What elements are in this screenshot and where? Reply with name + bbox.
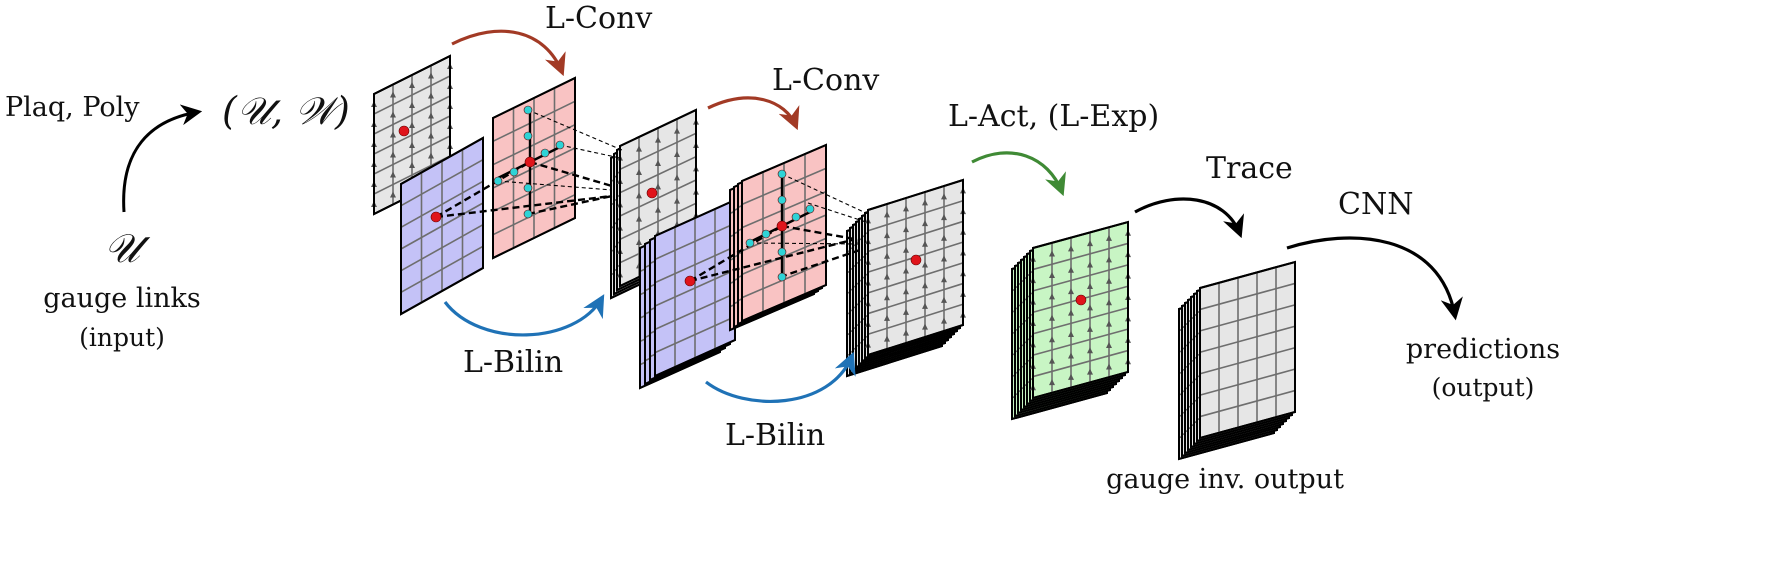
cyan-node (493, 176, 503, 186)
predictions-label: predictions (1406, 334, 1560, 365)
red-node (646, 187, 658, 199)
gauge-inv-output-label: gauge inv. output (1106, 464, 1344, 495)
cyan-node (523, 105, 533, 115)
lbilin-arrow-2 (705, 351, 856, 403)
lconv-label-2: L-Conv (772, 63, 879, 98)
layer-trace-stack-sheet-0 (1199, 260, 1296, 440)
lbilin-label-1: L-Bilin (463, 345, 563, 380)
cyan-node (523, 209, 533, 219)
layer-gray-stack-3-sheet-0 (865, 178, 966, 357)
lbilin-arrow-1 (443, 294, 605, 337)
layer-stacks (371, 54, 1296, 461)
dashed-connection (527, 109, 623, 151)
cnn-label: CNN (1338, 187, 1413, 222)
lact-arrow (971, 151, 1066, 197)
gauge-links-label: gauge links (43, 283, 201, 314)
cyan-node (555, 140, 565, 150)
layer-blue-stack-2-sheet-0 (654, 198, 736, 378)
layer-green-stack-sheet-0 (1030, 220, 1131, 400)
trace-label: Trace (1206, 151, 1293, 186)
red-node (684, 275, 696, 287)
lconv-arrow-2 (707, 96, 800, 131)
cyan-node (540, 148, 550, 158)
red-node (524, 156, 536, 168)
red-node (1075, 294, 1087, 306)
dashed-connection (807, 202, 867, 223)
cyan-node (761, 229, 771, 239)
red-node (430, 211, 442, 223)
dashed-connection (527, 194, 613, 216)
cnn-arrow (1286, 236, 1463, 321)
cyan-node (523, 183, 533, 193)
dashed-connection (559, 144, 621, 159)
dashed-connection (689, 238, 853, 283)
cyan-node (745, 238, 755, 248)
dashed-connection (779, 248, 861, 279)
cyan-node (777, 169, 787, 179)
layer-conv-red-1 (492, 76, 576, 260)
lact-label: L-Act, (L-Exp) (948, 99, 1159, 134)
cyan-node (523, 131, 533, 141)
dashed-connection (749, 242, 861, 245)
output-note-label: (output) (1432, 373, 1535, 402)
layer-red-stack-2-sheet-0 (741, 143, 827, 323)
red-node (776, 220, 788, 232)
dashed-connection (497, 180, 613, 191)
dashed-connection (435, 194, 613, 219)
layer-gauge-links-gray (371, 54, 453, 216)
dashed-connection (781, 173, 869, 215)
lbilin-label-2: L-Bilin (725, 418, 825, 453)
cyan-node (777, 272, 787, 282)
plaq-poly-label: Plaq, Poly (5, 92, 140, 123)
lconv-arrow-1 (451, 29, 566, 77)
u-symbol-label: 𝒰 (104, 226, 151, 272)
input-note-label: (input) (79, 323, 165, 352)
red-node (910, 254, 922, 266)
cyan-node (791, 212, 801, 222)
cyan-node (509, 167, 519, 177)
cyan-node (777, 195, 787, 205)
trace-arrow (1134, 197, 1244, 239)
input-arrow (122, 104, 203, 213)
dashed-connection (781, 224, 861, 242)
uw-pair-label: (𝒰, 𝒲) (222, 89, 350, 133)
cyan-node (805, 204, 815, 214)
lconv-label-1: L-Conv (545, 1, 652, 36)
highlight-nodes (398, 105, 1087, 306)
red-node (398, 125, 410, 137)
cyan-node (777, 247, 787, 257)
dashed-connection (529, 160, 613, 188)
